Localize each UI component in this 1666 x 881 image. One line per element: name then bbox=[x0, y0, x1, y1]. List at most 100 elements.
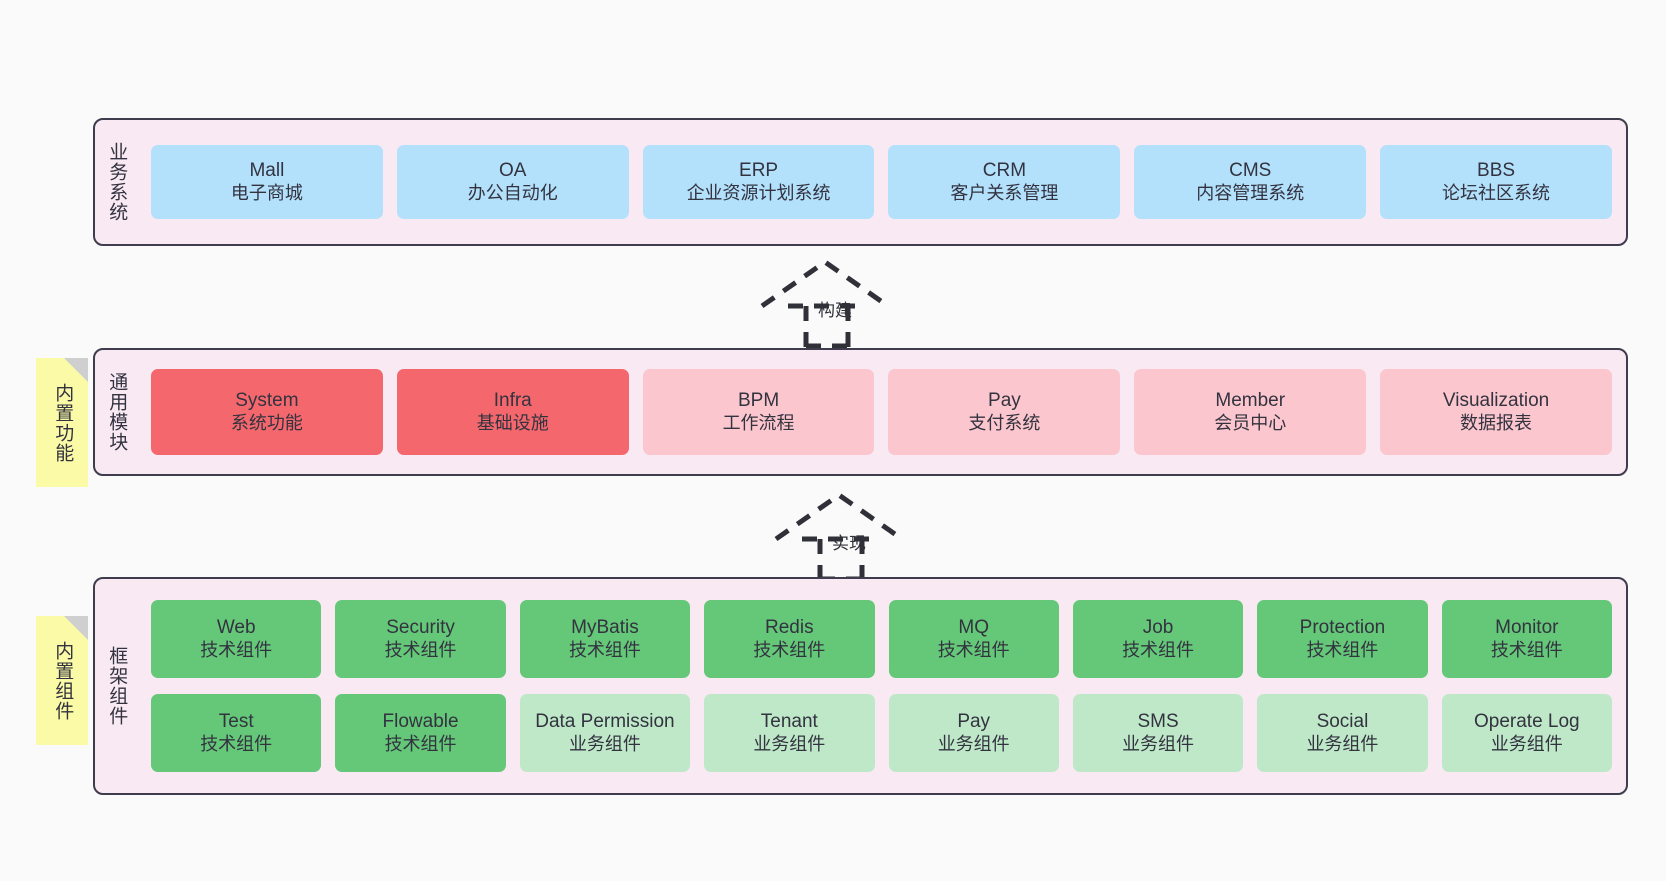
card-title-en: CMS bbox=[1229, 160, 1272, 182]
card-title-cn: 支付系统 bbox=[968, 412, 1041, 433]
card-protection[interactable]: Protection 技术组件 bbox=[1257, 600, 1428, 678]
note-builtin-features: 内置功能 bbox=[36, 358, 88, 487]
card-title-en: ERP bbox=[739, 160, 779, 182]
card-title-cn: 技术组件 bbox=[200, 733, 273, 754]
card-crm[interactable]: CRM 客户关系管理 bbox=[888, 145, 1121, 219]
card-title-en: Pay bbox=[957, 711, 991, 733]
build-arrow-label: 构建 bbox=[818, 301, 852, 320]
card-title-cn: 系统功能 bbox=[230, 412, 303, 433]
card-title-cn: 企业资源计划系统 bbox=[686, 182, 831, 203]
card-title-en: System bbox=[235, 390, 299, 412]
card-social[interactable]: Social 业务组件 bbox=[1257, 694, 1428, 772]
card-title-cn: 工作流程 bbox=[722, 412, 795, 433]
card-title-cn: 业务组件 bbox=[1122, 733, 1195, 754]
card-title-en: Infra bbox=[493, 390, 532, 412]
card-title-en: OA bbox=[499, 160, 527, 182]
card-pay-component[interactable]: Pay 业务组件 bbox=[888, 694, 1059, 772]
card-title-cn: 业务组件 bbox=[1490, 733, 1563, 754]
card-title-en: Pay bbox=[988, 390, 1021, 412]
card-title-en: Security bbox=[386, 617, 455, 639]
layer-framework-components: 框架组件 Web 技术组件 Security 技术组件 MyBatis 技术组件… bbox=[93, 577, 1628, 795]
card-monitor[interactable]: Monitor 技术组件 bbox=[1441, 600, 1612, 678]
layer-body-business-systems: Mall 电子商城 OA 办公自动化 ERP 企业资源计划系统 CRM 客户关系… bbox=[137, 120, 1626, 244]
card-title-en: Tenant bbox=[760, 711, 818, 733]
layer-title-business-systems: 业务系统 bbox=[106, 142, 128, 222]
card-title-cn: 技术组件 bbox=[200, 639, 273, 660]
card-title-en: Mall bbox=[249, 160, 285, 182]
card-system[interactable]: System 系统功能 bbox=[151, 369, 383, 455]
card-title-cn: 技术组件 bbox=[753, 639, 826, 660]
card-title-cn: 技术组件 bbox=[384, 639, 457, 660]
card-title-en: Protection bbox=[1299, 617, 1386, 639]
card-title-cn: 电子商城 bbox=[230, 182, 303, 203]
layer-body-framework-components: Web 技术组件 Security 技术组件 MyBatis 技术组件 Redi… bbox=[137, 579, 1626, 793]
framework-row-biz: Test 技术组件 Flowable 技术组件 Data Permission … bbox=[151, 694, 1612, 772]
card-cms[interactable]: CMS 内容管理系统 bbox=[1134, 145, 1367, 219]
card-title-en: Job bbox=[1142, 617, 1174, 639]
card-title-cn: 内容管理系统 bbox=[1196, 182, 1305, 203]
card-title-cn: 技术组件 bbox=[384, 733, 457, 754]
note-label: 内置功能 bbox=[52, 382, 74, 463]
layer-common-modules: 通用模块 System 系统功能 Infra 基础设施 BPM 工作流程 Pay… bbox=[93, 348, 1628, 476]
card-title-cn: 会员中心 bbox=[1214, 412, 1287, 433]
layer-business-systems: 业务系统 Mall 电子商城 OA 办公自动化 ERP 企业资源计划系统 CRM… bbox=[93, 118, 1628, 246]
framework-row-tech: Web 技术组件 Security 技术组件 MyBatis 技术组件 Redi… bbox=[151, 600, 1612, 678]
card-security[interactable]: Security 技术组件 bbox=[335, 600, 506, 678]
card-title-en: Visualization bbox=[1442, 390, 1550, 412]
card-title-cn: 业务组件 bbox=[937, 733, 1010, 754]
card-title-cn: 技术组件 bbox=[568, 639, 641, 660]
card-title-en: MyBatis bbox=[571, 617, 639, 639]
layer-title-common-modules: 通用模块 bbox=[106, 372, 128, 452]
card-mq[interactable]: MQ 技术组件 bbox=[888, 600, 1059, 678]
card-visualization[interactable]: Visualization 数据报表 bbox=[1380, 369, 1612, 455]
card-web[interactable]: Web 技术组件 bbox=[151, 600, 322, 678]
note-builtin-components: 内置组件 bbox=[36, 616, 88, 745]
card-redis[interactable]: Redis 技术组件 bbox=[704, 600, 875, 678]
card-title-en: Redis bbox=[765, 617, 814, 639]
card-operate-log[interactable]: Operate Log 业务组件 bbox=[1441, 694, 1612, 772]
card-title-en: Monitor bbox=[1495, 617, 1559, 639]
layer-body-common-modules: System 系统功能 Infra 基础设施 BPM 工作流程 Pay 支付系统… bbox=[137, 350, 1626, 474]
card-title-en: Member bbox=[1215, 390, 1286, 412]
build-arrow-glyph bbox=[760, 258, 890, 349]
card-member[interactable]: Member 会员中心 bbox=[1134, 369, 1367, 455]
card-mybatis[interactable]: MyBatis 技术组件 bbox=[519, 600, 691, 678]
card-title-cn: 技术组件 bbox=[1490, 639, 1563, 660]
card-title-cn: 论坛社区系统 bbox=[1442, 182, 1551, 203]
card-title-en: CRM bbox=[982, 160, 1027, 182]
card-title-en: BBS bbox=[1477, 160, 1516, 182]
card-title-en: Web bbox=[216, 617, 256, 639]
card-bpm[interactable]: BPM 工作流程 bbox=[642, 369, 875, 455]
card-data-permission[interactable]: Data Permission 业务组件 bbox=[519, 694, 691, 772]
card-title-cn: 业务组件 bbox=[753, 733, 826, 754]
card-job[interactable]: Job 技术组件 bbox=[1072, 600, 1244, 678]
implement-arrow-label: 实现 bbox=[832, 534, 866, 553]
card-flowable[interactable]: Flowable 技术组件 bbox=[335, 694, 506, 772]
card-title-en: Social bbox=[1316, 711, 1369, 733]
card-title-cn: 技术组件 bbox=[1306, 639, 1379, 660]
card-test[interactable]: Test 技术组件 bbox=[151, 694, 322, 772]
card-title-en: Data Permission bbox=[535, 711, 675, 733]
card-erp[interactable]: ERP 企业资源计划系统 bbox=[642, 145, 875, 219]
note-label: 内置组件 bbox=[52, 640, 74, 721]
card-pay-module[interactable]: Pay 支付系统 bbox=[888, 369, 1121, 455]
card-title-cn: 业务组件 bbox=[1306, 733, 1379, 754]
card-mall[interactable]: Mall 电子商城 bbox=[151, 145, 383, 219]
card-title-en: MQ bbox=[958, 617, 989, 639]
card-title-en: BPM bbox=[737, 390, 780, 412]
implement-arrow: 实现 bbox=[774, 489, 924, 582]
card-title-cn: 技术组件 bbox=[937, 639, 1010, 660]
card-title-en: Flowable bbox=[382, 711, 459, 733]
card-title-cn: 办公自动化 bbox=[467, 182, 558, 203]
card-sms[interactable]: SMS 业务组件 bbox=[1072, 694, 1244, 772]
card-title-en: Test bbox=[218, 711, 254, 733]
card-oa[interactable]: OA 办公自动化 bbox=[396, 145, 629, 219]
card-title-en: SMS bbox=[1137, 711, 1179, 733]
card-title-cn: 基础设施 bbox=[476, 412, 549, 433]
card-tenant[interactable]: Tenant 业务组件 bbox=[704, 694, 875, 772]
card-infra[interactable]: Infra 基础设施 bbox=[396, 369, 629, 455]
card-bbs[interactable]: BBS 论坛社区系统 bbox=[1380, 145, 1612, 219]
card-title-cn: 业务组件 bbox=[568, 733, 641, 754]
card-title-en: Operate Log bbox=[1473, 711, 1580, 733]
